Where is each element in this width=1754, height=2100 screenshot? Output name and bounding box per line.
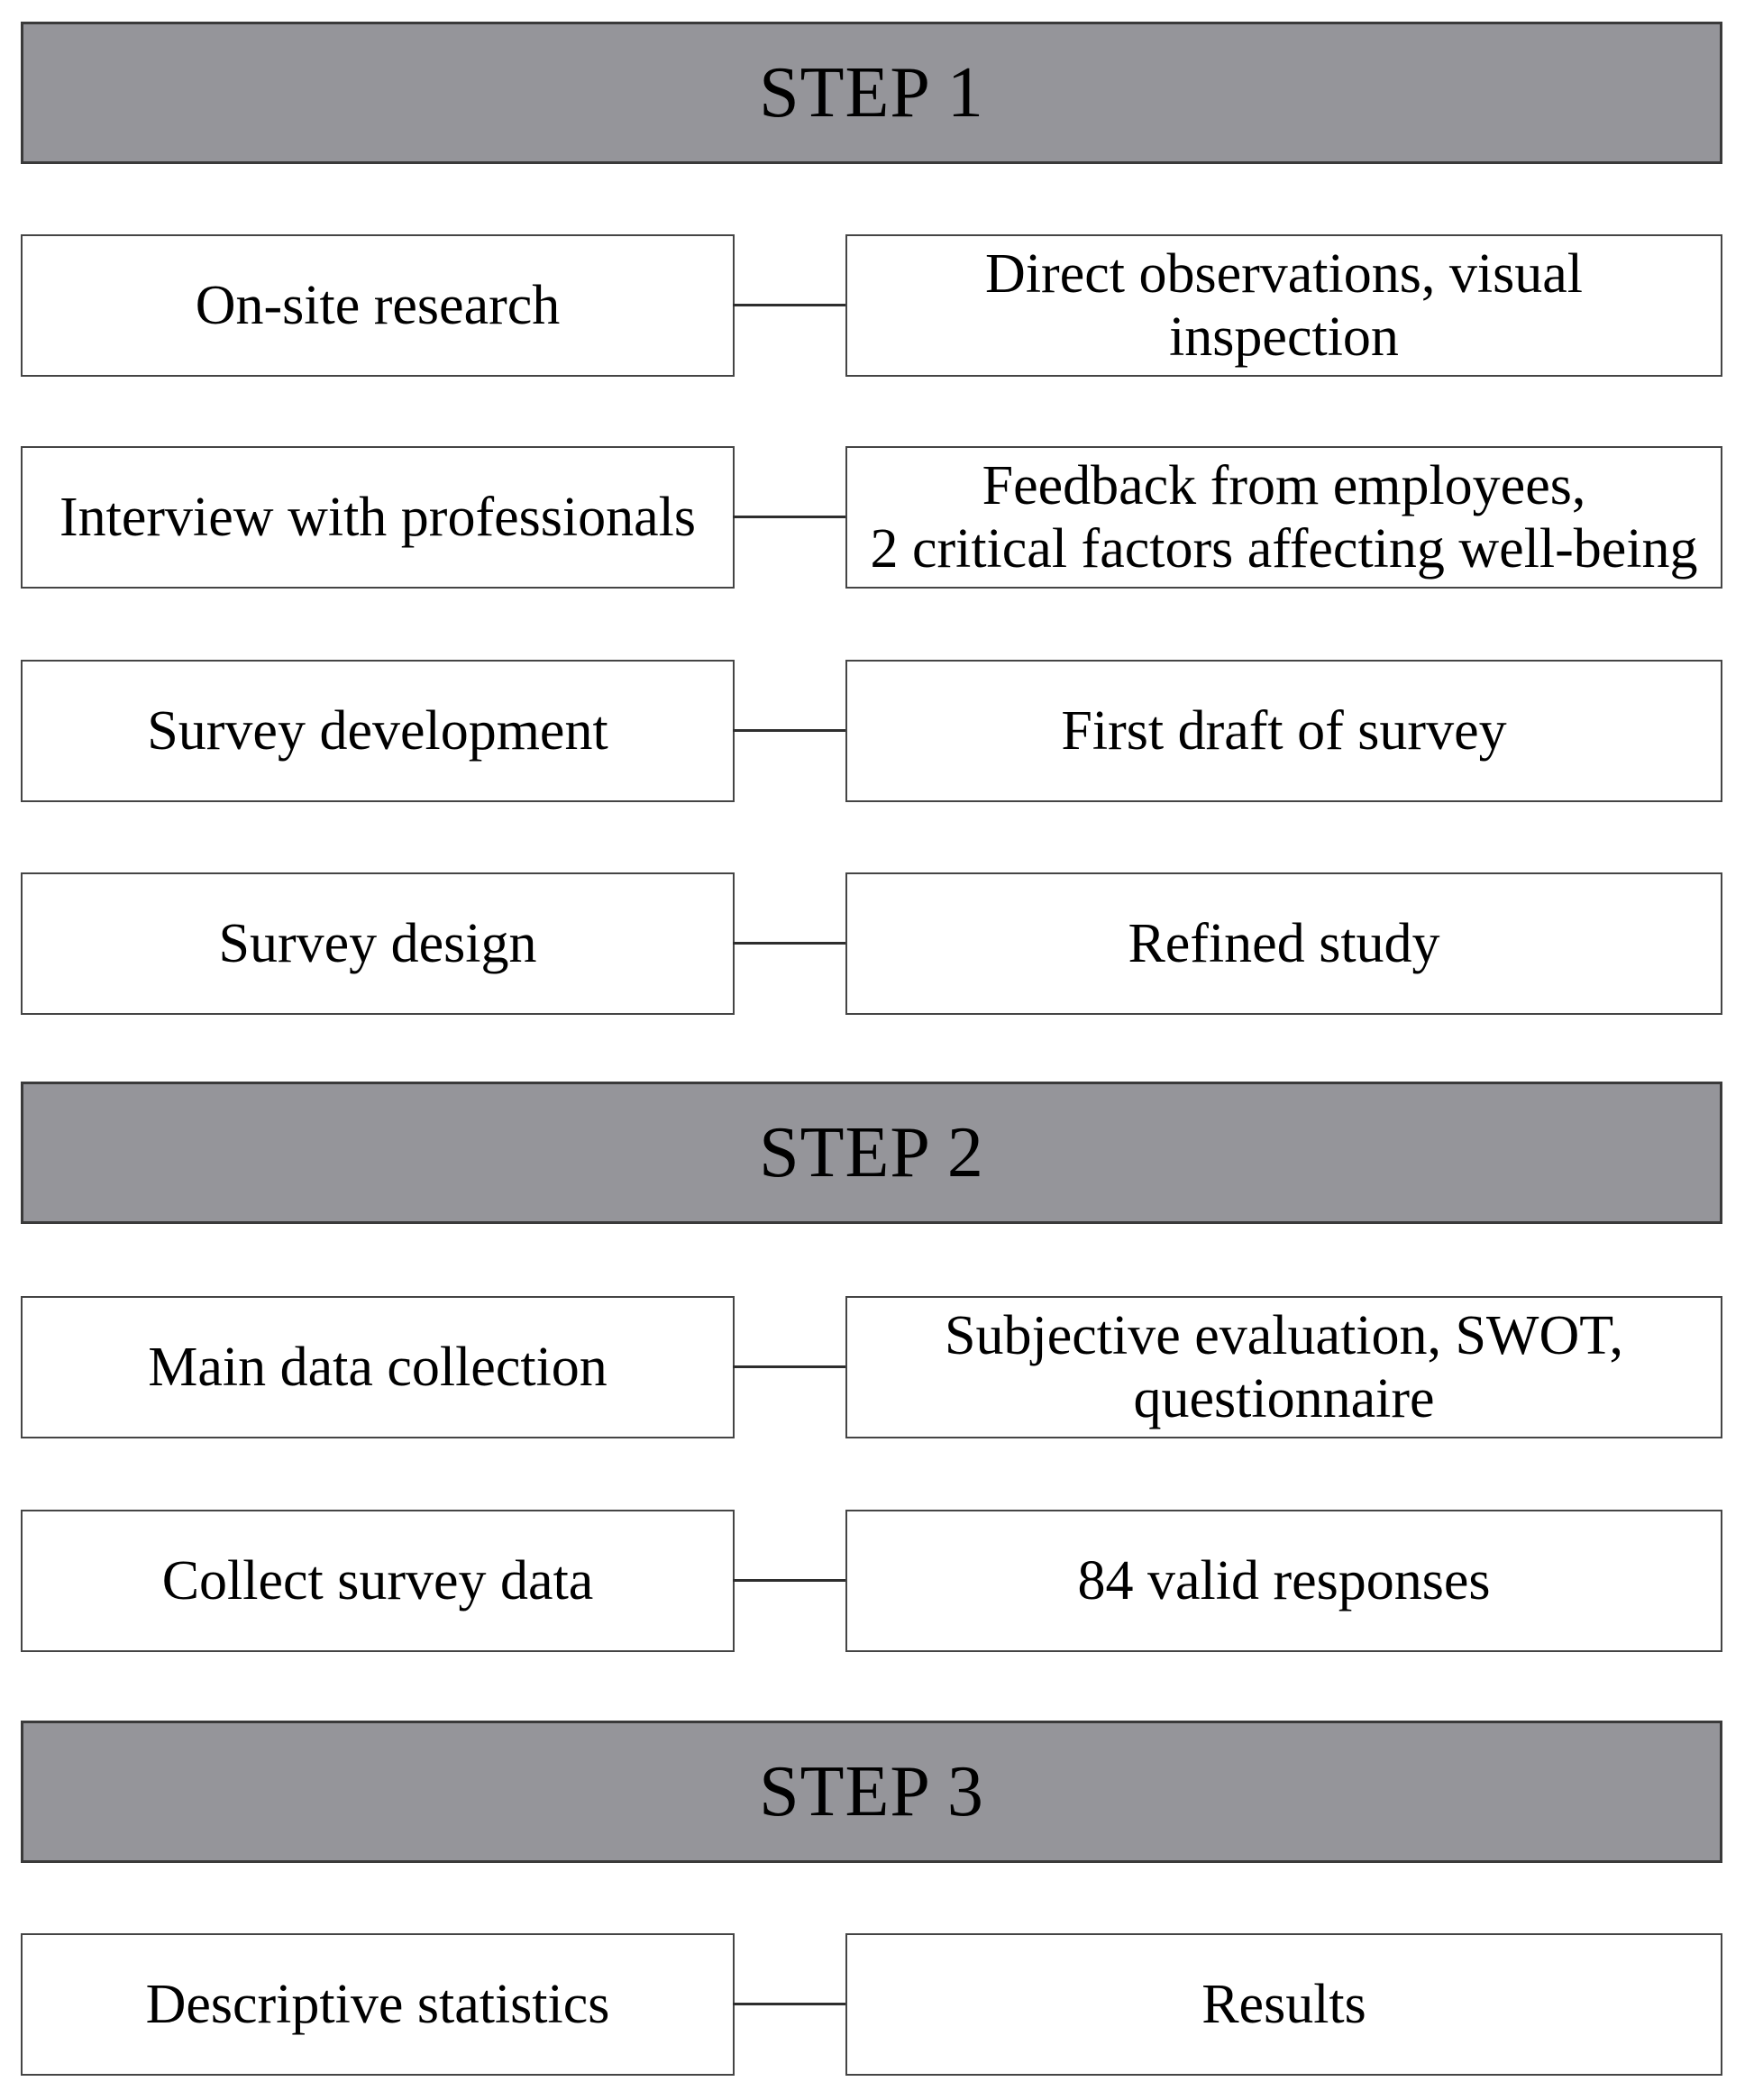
box-subjective-evaluation: Subjective evaluation, SWOT, questionnai… — [845, 1296, 1722, 1438]
box-first-draft-of-survey: First draft of survey — [845, 660, 1722, 802]
box-results: Results — [845, 1933, 1722, 2076]
connector-line — [733, 2003, 847, 2005]
connector-line — [733, 729, 847, 732]
step3-header-bar: STEP 3 — [21, 1721, 1722, 1863]
box-on-site-research: On-site research — [21, 234, 735, 377]
box-survey-development: Survey development — [21, 660, 735, 802]
connector-line — [733, 942, 847, 945]
connector-line — [733, 1365, 847, 1368]
box-interview-with-professionals: Interview with professionals — [21, 446, 735, 589]
box-descriptive-statistics: Descriptive statistics — [21, 1933, 735, 2076]
box-feedback-from-employees: Feedback from employees, 2 critical fact… — [845, 446, 1722, 589]
box-survey-design: Survey design — [21, 872, 735, 1015]
step1-header-bar: STEP 1 — [21, 22, 1722, 164]
step2-header-bar: STEP 2 — [21, 1082, 1722, 1224]
box-main-data-collection: Main data collection — [21, 1296, 735, 1438]
connector-line — [733, 1579, 847, 1582]
connector-line — [733, 516, 847, 518]
box-valid-responses: 84 valid responses — [845, 1510, 1722, 1652]
box-refined-study: Refined study — [845, 872, 1722, 1015]
connector-line — [733, 304, 847, 306]
box-direct-observations: Direct observations, visual inspection — [845, 234, 1722, 377]
box-collect-survey-data: Collect survey data — [21, 1510, 735, 1652]
